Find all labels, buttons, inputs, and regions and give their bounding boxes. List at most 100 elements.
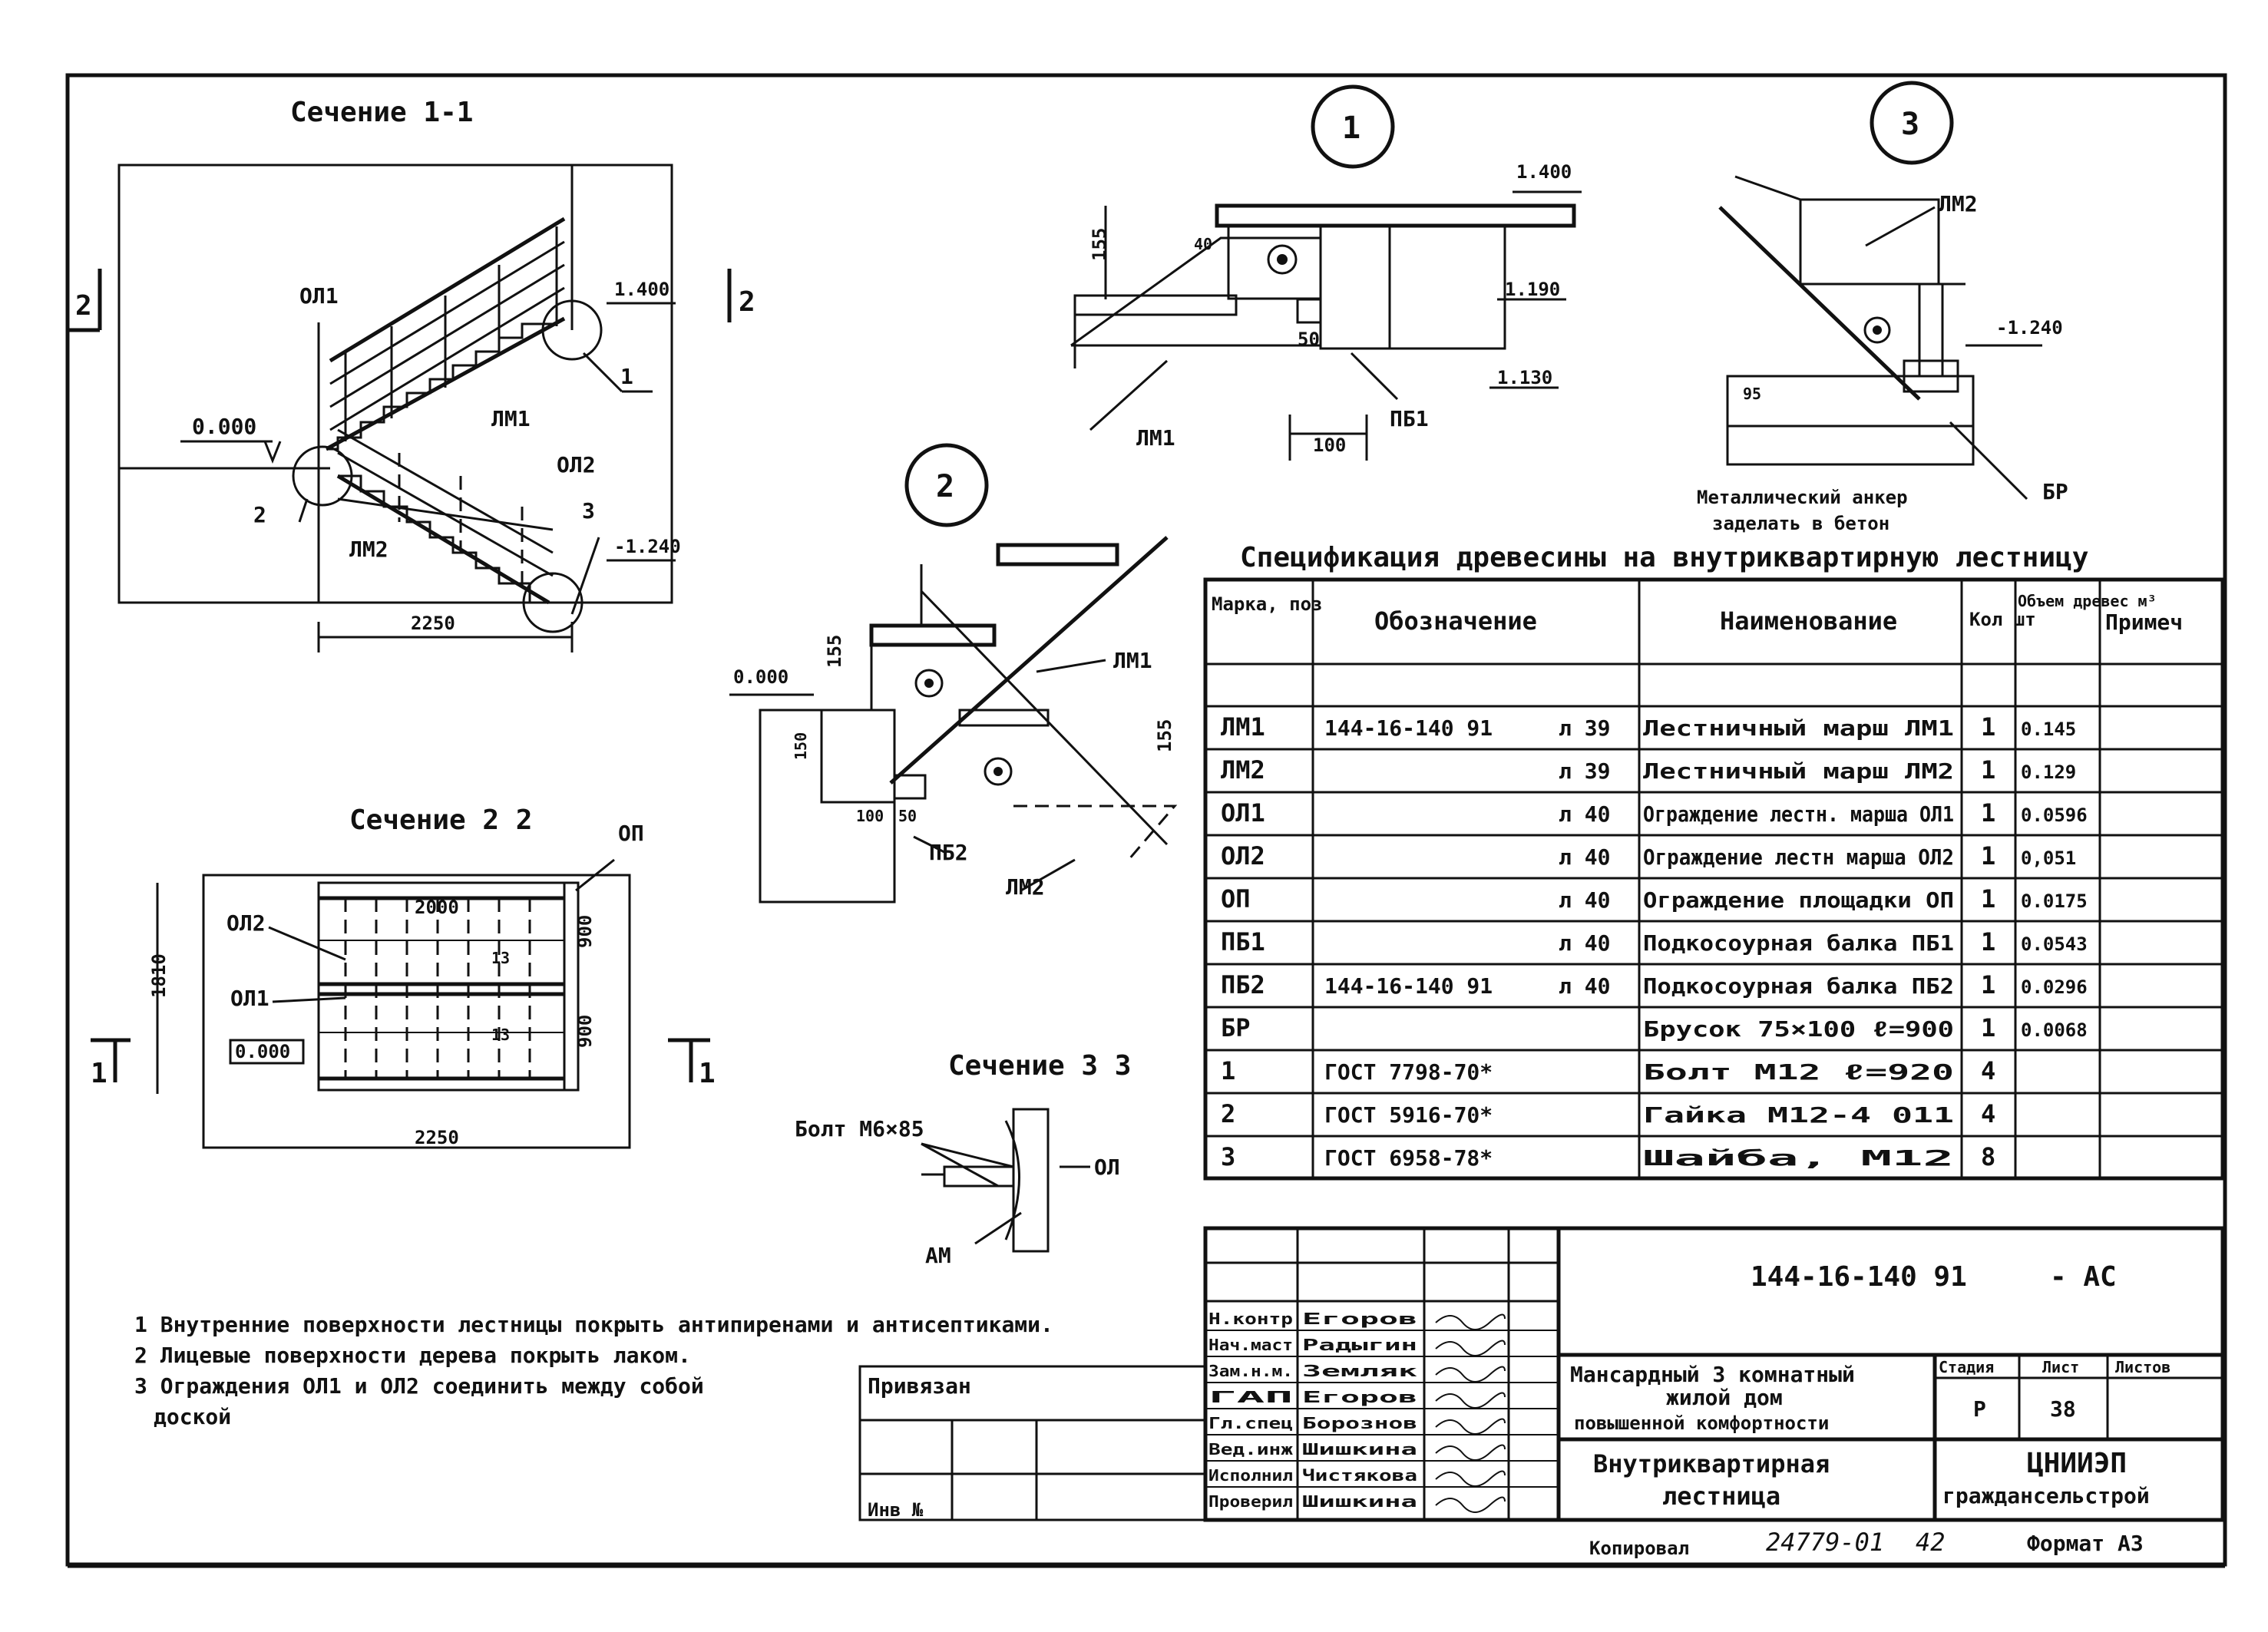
node-1-level-1130: 1.130 bbox=[1497, 367, 1552, 388]
signature-mark bbox=[1435, 1496, 1506, 1513]
section-1-1-cut-mark-right: 2 bbox=[739, 286, 755, 318]
section-3-3-title: Сечение 3 3 bbox=[948, 1050, 1131, 1082]
section-2-2-dim-900-top: 900 bbox=[574, 915, 596, 948]
section-1-1-title: Сечение 1-1 bbox=[290, 97, 473, 128]
node-1-dim-50: 50 bbox=[1298, 329, 1320, 350]
stamp-sheet-name-2: лестница bbox=[1662, 1482, 1780, 1511]
stamp-code: 144-16-140 91 bbox=[1751, 1261, 1967, 1293]
section-1-1-label-lm1: ЛМ1 bbox=[491, 406, 531, 431]
general-notes: 1 Внутренние поверхности лестницы покрыт… bbox=[134, 1312, 1053, 1429]
spec-cell-name: Подкосоурная балка ПБ2 bbox=[1643, 973, 1954, 999]
signature-mark bbox=[1435, 1444, 1506, 1461]
section-2-2-dim-2000: 2000 bbox=[415, 897, 459, 918]
stamp-role: Нач.маст bbox=[1208, 1336, 1293, 1354]
stamp-code-suffix: - АС bbox=[2050, 1261, 2117, 1293]
section-1-1-width: 2250 bbox=[411, 613, 455, 634]
node-3-number: 3 bbox=[1901, 107, 1919, 142]
spec-cell-vol: 0.0596 bbox=[2021, 804, 2088, 826]
spec-cell-pos: ЛМ1 bbox=[1221, 712, 1265, 742]
section-3-3-label-am: АМ bbox=[925, 1243, 951, 1268]
spec-cell-name: Ограждение площадки ОП bbox=[1643, 887, 1954, 913]
node-1-dim-155: 155 bbox=[1089, 228, 1110, 261]
node-2-dim-155-a: 155 bbox=[824, 635, 845, 668]
section-3-3-label-ol: ОЛ bbox=[1094, 1155, 1120, 1180]
signature-mark bbox=[1435, 1313, 1506, 1330]
section-2-2-label-ol2: ОЛ2 bbox=[226, 910, 266, 936]
spec-cell-oboz: 144-16-140 91 bbox=[1324, 973, 1493, 999]
spec-title: Спецификация древесины на внутриквартирн… bbox=[1240, 542, 2088, 573]
spec-cell-pos: ОЛ1 bbox=[1221, 798, 1265, 828]
section-1-1-callout-2: 2 bbox=[253, 502, 266, 527]
spec-cell-oboz: ГОСТ 7798-70* bbox=[1324, 1059, 1493, 1085]
section-1-1-callout-3: 3 bbox=[582, 498, 595, 524]
spec-cell-kol: 1 bbox=[1981, 927, 1995, 956]
spec-cell-list: л 40 bbox=[1559, 973, 1610, 999]
node-1-level-1400: 1.400 bbox=[1516, 161, 1572, 183]
note-1: 1 Внутренние поверхности лестницы покрыт… bbox=[134, 1312, 1053, 1337]
stamp-stage-header: Стадия bbox=[1939, 1358, 1994, 1376]
section-1-1-cut-mark-left: 2 bbox=[75, 290, 92, 322]
node-2: 2 0.000 155 155 150 100 50 ЛМ1 ЛМ2 ПБ2 bbox=[729, 443, 1178, 904]
spec-cell-name: Ограждение лестн марша ОЛ2 bbox=[1643, 844, 1954, 870]
node-3-circle bbox=[1870, 81, 1954, 165]
section-3-3-label-bolt: Болт М6×85 bbox=[795, 1116, 924, 1141]
node-2-label-lm1: ЛМ1 bbox=[1113, 648, 1152, 673]
node-2-circle bbox=[904, 443, 989, 527]
section-2-2-dim-13-b: 13 bbox=[491, 1026, 510, 1044]
section-2-2: Сечение 2 2 1810 900 900 2000 13 13 2250… bbox=[91, 804, 716, 1149]
stamp-name: Шишкина bbox=[1302, 1440, 1417, 1459]
stamp-role: ГАП bbox=[1208, 1388, 1293, 1406]
node-3-dim-95: 95 bbox=[1743, 385, 1761, 403]
stamp-role: Исполнил bbox=[1208, 1466, 1293, 1485]
section-2-2-cut-mark-left: 1 bbox=[91, 1058, 107, 1089]
spec-cell-kol: 4 bbox=[1981, 1056, 1995, 1085]
spec-cell-kol: 1 bbox=[1981, 755, 1995, 785]
spec-header-kol: Кол шт bbox=[1969, 609, 2036, 630]
node-1-number: 1 bbox=[1342, 111, 1360, 146]
node-2-dim-50: 50 bbox=[898, 807, 917, 825]
section-1-1-callout-1: 1 bbox=[620, 364, 633, 389]
spec-cell-kol: 1 bbox=[1981, 1013, 1995, 1042]
spec-cell-oboz: 144-16-140 91 bbox=[1324, 715, 1493, 741]
stamp-name: Радыгин bbox=[1302, 1336, 1417, 1354]
node-2-number: 2 bbox=[936, 469, 954, 504]
spec-cell-pos: ОЛ2 bbox=[1221, 841, 1265, 871]
stamp-name: Егоров bbox=[1302, 1388, 1417, 1406]
node-1-label-lm1: ЛМ1 bbox=[1136, 425, 1175, 451]
spec-cell-name: Брусок 75×100 ℓ=900 bbox=[1643, 1016, 1954, 1042]
stamp-role: Н.контр bbox=[1208, 1310, 1293, 1328]
stamp-name: Земляк bbox=[1302, 1362, 1417, 1380]
spec-cell-list: л 39 bbox=[1559, 758, 1610, 784]
stamp-list: 38 bbox=[2050, 1396, 2076, 1422]
node-2-label-lm2: ЛМ2 bbox=[1006, 874, 1045, 900]
spec-cell-name: Ограждение лестн. марша ОЛ1 bbox=[1643, 801, 1954, 827]
node-2-label-pb2: ПБ2 bbox=[929, 840, 968, 865]
node-1-dim-40: 40 bbox=[1194, 235, 1212, 253]
note-2: 2 Лицевые поверхности дерева покрыть лак… bbox=[134, 1343, 691, 1368]
stamp-name: Егоров bbox=[1302, 1310, 1417, 1328]
node-1-level-1190: 1.190 bbox=[1505, 279, 1560, 300]
stamp-stage: Р bbox=[1973, 1396, 1986, 1422]
spec-cell-vol: 0,051 bbox=[2021, 847, 2076, 869]
spec-cell-oboz: ГОСТ 5916-70* bbox=[1324, 1102, 1493, 1128]
signature-mark bbox=[1435, 1392, 1506, 1409]
stamp-project-1: Мансардный 3 комнатный bbox=[1570, 1362, 1855, 1387]
node-2-dim-150: 150 bbox=[792, 732, 810, 760]
spec-cell-vol: 0.0296 bbox=[2021, 976, 2088, 998]
spec-cell-kol: 1 bbox=[1981, 798, 1995, 828]
section-2-2-label-ol1: ОЛ1 bbox=[230, 986, 269, 1011]
spec-cell-vol: 0.0068 bbox=[2021, 1019, 2088, 1041]
stamp-lists-header: Листов bbox=[2115, 1358, 2170, 1376]
spec-cell-list: л 39 bbox=[1559, 715, 1610, 741]
section-3-3: Сечение 3 3 Болт М6×85 ОЛ АМ bbox=[795, 1050, 1131, 1268]
note-3: 3 Ограждения ОЛ1 и ОЛ2 соединить между с… bbox=[134, 1373, 704, 1399]
spec-cell-pos: ПБ2 bbox=[1221, 970, 1265, 999]
